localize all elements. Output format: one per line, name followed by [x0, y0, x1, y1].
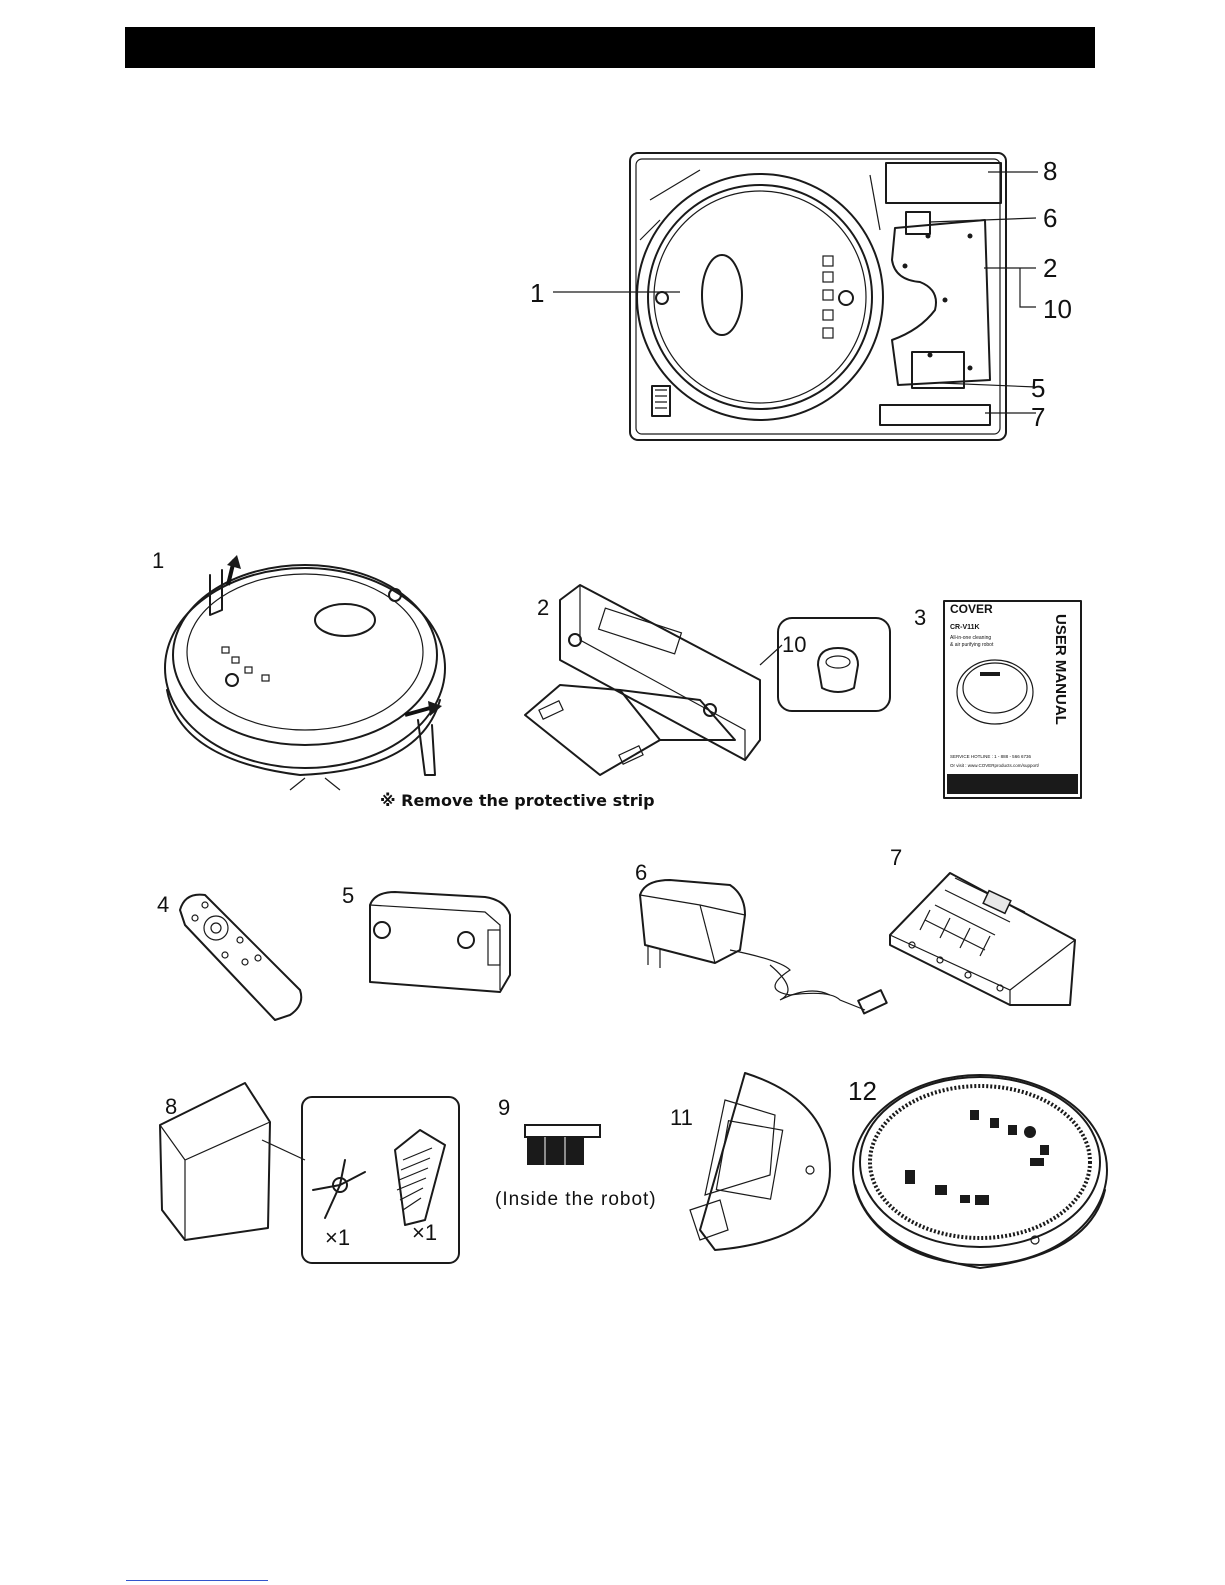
callout-8: 8	[1043, 156, 1057, 186]
manual-title: USER MANUAL	[1052, 614, 1069, 725]
manual-visit: Or visit : www.COVERproducts.com/support…	[950, 763, 1040, 768]
manual-subtitle-2: & air purifying robot	[950, 642, 994, 648]
part-9-roller: 9 (Inside the robot)	[495, 1095, 657, 1210]
part-label-4: 4	[157, 892, 169, 917]
qty-side-brush: ×1	[325, 1225, 350, 1250]
part-12-robot-top: 12	[848, 1075, 1107, 1268]
callout-10: 10	[1043, 294, 1072, 324]
part-label-11: 11	[670, 1105, 693, 1130]
callout-2: 2	[1043, 253, 1057, 283]
part-11-dustbin: 11	[670, 1073, 830, 1250]
manual-hotline: SERVICE HOTLINE : 1 - 888 - 566 6736	[950, 754, 1031, 759]
manual-brand: COVER	[950, 602, 993, 616]
callout-5: 5	[1031, 373, 1045, 403]
part-3-manual: 3 COVER CR-V11K All-in-one cleaning & ai…	[914, 601, 1081, 798]
part-4-remote: 4	[157, 892, 301, 1020]
part-label-5: 5	[342, 883, 354, 908]
packaging-diagram: 1 8 6 2 10 5 7	[530, 153, 1072, 440]
part-6-adapter: 6	[635, 860, 887, 1013]
callout-1: 1	[530, 278, 544, 308]
callout-7: 7	[1031, 402, 1045, 432]
part-5-module: 5	[342, 883, 510, 992]
part-1-robot: 1 ※ Remove the protective strip	[152, 548, 655, 810]
protective-strip-note: ※ Remove the protective strip	[380, 791, 655, 810]
callout-6: 6	[1043, 203, 1057, 233]
inside-robot-note: (Inside the robot)	[495, 1189, 657, 1210]
part-label-10: 10	[782, 632, 806, 657]
part-8-accessory-box: 8 ×1 ×1	[160, 1083, 459, 1263]
part-label-9: 9	[498, 1095, 510, 1120]
part-label-12: 12	[848, 1076, 877, 1106]
manual-model: CR-V11K	[950, 624, 980, 631]
part-label-2: 2	[537, 595, 549, 620]
part-label-6: 6	[635, 860, 647, 885]
qty-filter: ×1	[412, 1220, 437, 1245]
part-label-7: 7	[890, 845, 902, 870]
part-2-dock: 2 10	[525, 585, 890, 775]
footer-link-line	[126, 1580, 268, 1581]
part-label-3: 3	[914, 605, 926, 630]
part-label-1: 1	[152, 548, 164, 573]
part-label-8: 8	[165, 1094, 177, 1119]
part-7-tray: 7	[890, 845, 1075, 1005]
manual-subtitle-1: All-in-one cleaning	[950, 635, 991, 641]
